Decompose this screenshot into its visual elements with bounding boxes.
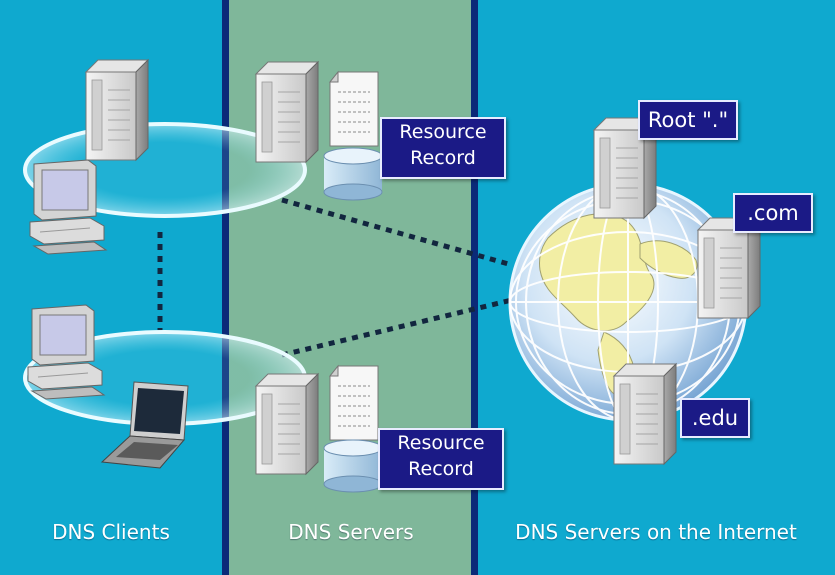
- resource-record-label-top: Resource Record: [380, 117, 506, 179]
- database-icon: [323, 439, 383, 493]
- resource-record-line1: Resource: [397, 432, 485, 454]
- document-icon: [329, 365, 379, 441]
- column-divider-left: [222, 0, 229, 575]
- resource-record-line2: Record: [410, 147, 476, 169]
- dns-clients-label: DNS Clients: [52, 520, 170, 544]
- server-icon: [613, 363, 677, 465]
- server-icon: [255, 373, 319, 475]
- server-icon: [85, 59, 149, 161]
- dns-servers-label: DNS Servers: [288, 520, 414, 544]
- resource-record-line1: Resource: [399, 121, 487, 143]
- server-icon: [697, 217, 761, 319]
- document-icon: [329, 71, 379, 147]
- resource-record-label-bottom: Resource Record: [378, 428, 504, 490]
- root-server-label: Root ".": [638, 100, 738, 140]
- database-icon: [323, 147, 383, 201]
- desktop-computer-icon: [27, 304, 105, 400]
- network-connections: [157, 197, 513, 358]
- com-server-label: .com: [733, 193, 813, 233]
- resource-record-line2: Record: [408, 458, 474, 480]
- desktop-computer-icon: [29, 159, 107, 255]
- edu-server-label: .edu: [680, 398, 750, 438]
- dns-servers-internet-label: DNS Servers on the Internet: [515, 520, 797, 544]
- server-icon: [255, 61, 319, 163]
- column-divider-right: [471, 0, 478, 575]
